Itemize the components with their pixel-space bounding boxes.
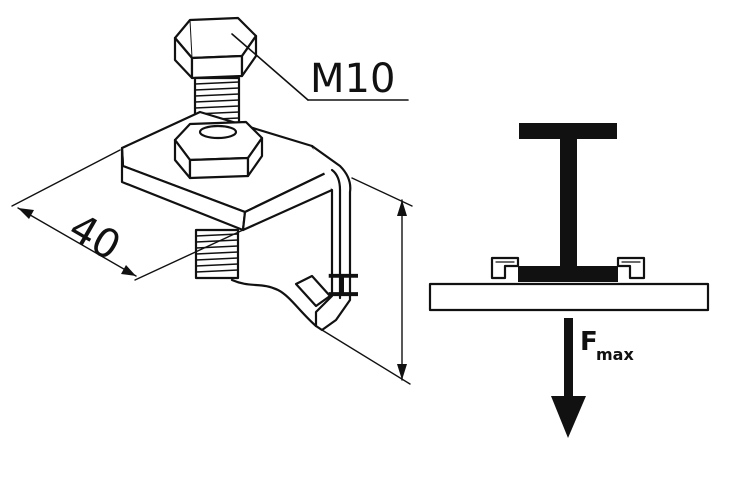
- force-subscript: max: [596, 345, 634, 364]
- beam-web: [560, 139, 577, 267]
- bolt-thread-lower: [194, 228, 240, 280]
- hex-nut: [173, 120, 264, 180]
- dimension-40: [11, 149, 244, 281]
- force-arrow: [551, 318, 586, 438]
- beam-clamp-isometric: [11, 16, 413, 385]
- force-label: F: [580, 327, 598, 357]
- beam-bottom-flange: [518, 266, 618, 282]
- width-dimension-label: 40: [61, 205, 128, 270]
- base-plate: [428, 282, 710, 312]
- m10-leader: [231, 33, 409, 101]
- left-clamp: [490, 256, 520, 280]
- beam-top-flange: [519, 123, 617, 139]
- right-clamp: [616, 256, 646, 280]
- height-dimension-label: H: [322, 270, 368, 300]
- dimension-h: [321, 177, 413, 385]
- bolt-head: [173, 16, 258, 80]
- section-view: [428, 123, 710, 438]
- bolt-size-label: M10: [310, 56, 395, 102]
